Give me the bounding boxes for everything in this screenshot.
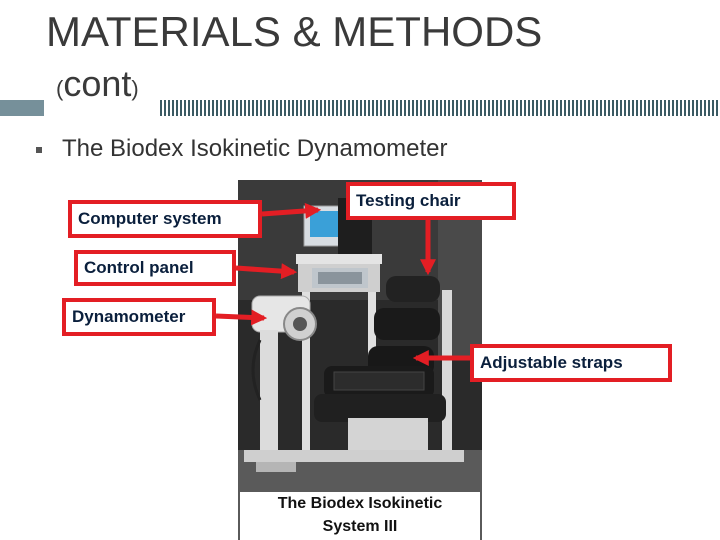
callout-testing-chair: Testing chair <box>346 182 516 220</box>
title-close-paren: ) <box>131 76 139 101</box>
callout-dynamometer: Dynamometer <box>62 298 216 336</box>
title-line-2: (cont) <box>56 60 139 116</box>
biodex-photo <box>238 180 482 540</box>
arrow-dynamometer <box>215 309 268 326</box>
title-line-1: MATERIALS & METHODS <box>46 8 543 55</box>
callout-control-panel: Control panel <box>74 250 236 286</box>
title-open-paren: ( <box>56 76 64 101</box>
title-rule-line <box>160 100 720 116</box>
bullet-square-icon <box>36 147 42 153</box>
photo-caption: The Biodex Isokinetic System III <box>240 492 480 540</box>
callout-computer-system: Computer system <box>68 200 262 238</box>
caption-line-2: System III <box>322 518 398 535</box>
arrow-control-panel <box>235 263 298 280</box>
arrow-computer-system <box>261 202 322 219</box>
title-rule-block <box>0 100 44 116</box>
caption-line-1: The Biodex Isokinetic <box>277 495 443 512</box>
callout-adjustable-straps: Adjustable straps <box>470 344 672 382</box>
bullet-text: The Biodex Isokinetic Dynamometer <box>62 135 448 162</box>
title-cont: cont <box>63 63 132 104</box>
